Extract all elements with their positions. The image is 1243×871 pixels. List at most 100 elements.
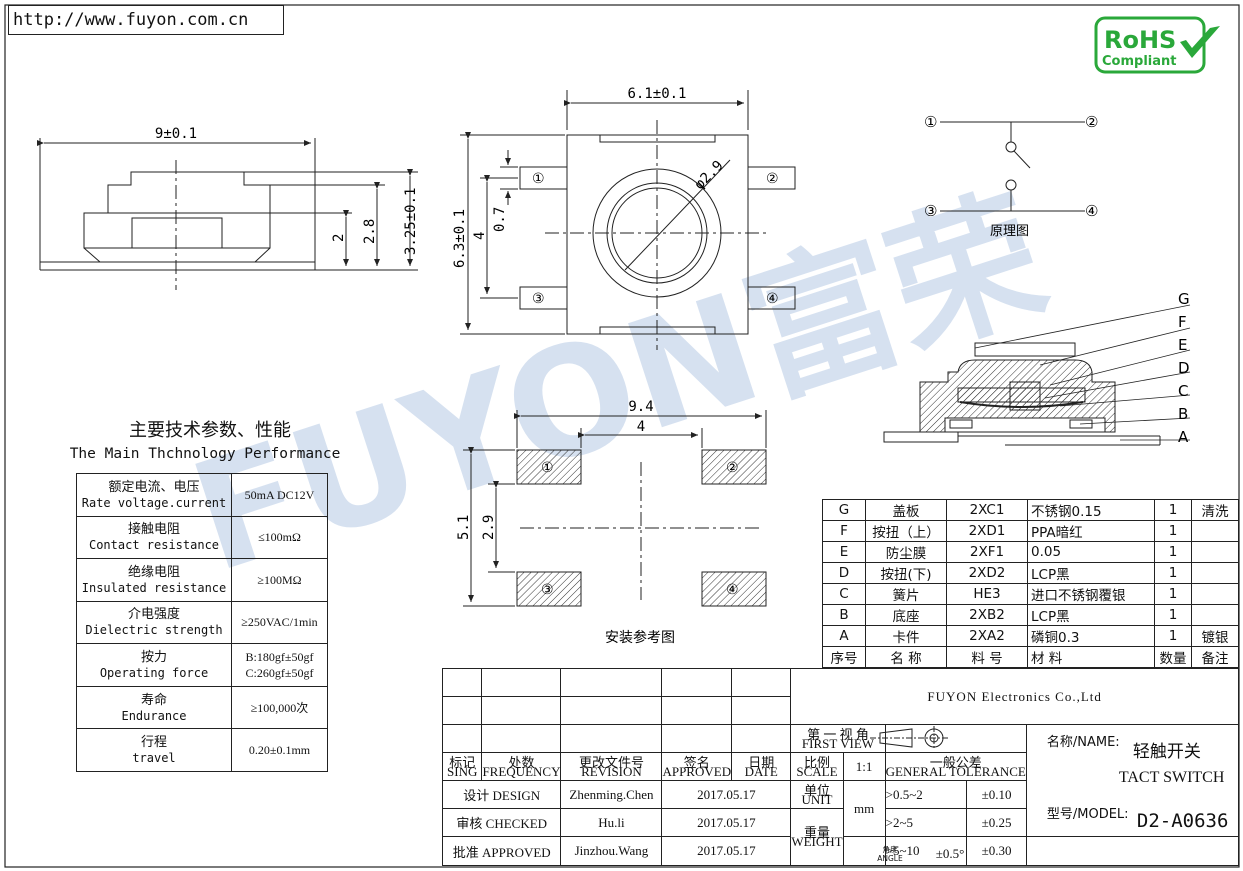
spec-label-cn: 接触电阻 — [127, 521, 180, 537]
spec-label-cn: 寿命 — [140, 691, 167, 707]
mount-dim-h: 5.1 — [456, 515, 472, 540]
parts-cell-note: 备注 — [1191, 646, 1239, 668]
spec-label-cn: 绝缘电阻 — [127, 563, 180, 579]
mount-pad-3: ③ — [541, 582, 554, 598]
tol-value-3: ±0.30 — [966, 836, 1027, 866]
spec-label-en: Contact resistance — [88, 538, 220, 553]
drawing-border — [4, 4, 1240, 868]
first-view-label: 第 一 视 角 FIRST VIEW — [790, 724, 886, 753]
name-cn: 轻触开关 — [1132, 742, 1201, 762]
parts-cell-material: 材 料 — [1027, 646, 1155, 668]
parts-cell-part: 2XF1 — [946, 541, 1028, 563]
parts-cell-name: 防尘膜 — [865, 541, 947, 563]
spec-label-en: Operating force — [99, 666, 209, 681]
spec-label-cn: 行程 — [140, 734, 167, 750]
section-label-b: B — [1178, 405, 1188, 423]
check-icon — [1180, 26, 1220, 58]
tol-range-1: >0.5~2 — [884, 780, 968, 809]
schem-pin-1: ① — [924, 113, 937, 131]
spec-value-line: ≥100MΩ — [257, 572, 302, 587]
model-number: D2-A0636 — [1136, 810, 1229, 832]
tol-range-3: >5~10 — [884, 836, 968, 866]
side-dim-h3: 3.25±0.1 — [403, 188, 419, 255]
spec-label-cn: 按力 — [140, 649, 167, 665]
parts-cell-note — [1191, 604, 1239, 626]
parts-cell-note — [1191, 583, 1239, 605]
schem-pin-3: ③ — [924, 202, 937, 220]
model-cell-bottom — [1025, 836, 1240, 866]
tol-range-2: >2~5 — [884, 808, 968, 837]
checked-name: Hu.li — [560, 808, 663, 837]
parts-cell-code: E — [822, 541, 866, 563]
angle-label: 角度 ANGLE — [877, 845, 903, 863]
spec-value-line: B:180gf±50gf — [245, 650, 314, 665]
mount-pad-2: ② — [726, 460, 739, 476]
section-label-c: C — [1178, 382, 1188, 400]
parts-cell-name: 盖板 — [865, 499, 947, 521]
parts-cell-material: 进口不锈钢覆银 — [1027, 583, 1155, 605]
website-url[interactable]: http://www.fuyon.com.cn — [8, 5, 284, 35]
checked-date: 2017.05.17 — [661, 808, 792, 837]
tol-value-2: ±0.25 — [966, 808, 1027, 837]
side-dim-h2: 2.8 — [362, 219, 378, 244]
mount-caption: 安装参考图 — [605, 629, 675, 646]
top-dim-width: 6.1±0.1 — [627, 86, 686, 102]
section-label-g: G — [1178, 290, 1190, 308]
parts-cell-qty: 1 — [1154, 499, 1192, 521]
parts-cell-part: 2XC1 — [946, 499, 1028, 521]
side-dim-h1: 2 — [331, 234, 347, 242]
tol-value-angle: ±0.5° — [935, 846, 965, 861]
rev-cell-empty — [441, 668, 483, 697]
name-en: TACT SWITCH — [1118, 769, 1225, 786]
name-label: 名称/NAME: — [1046, 735, 1120, 750]
section-label-f: F — [1178, 313, 1187, 331]
parts-cell-code: D — [822, 562, 866, 584]
parts-cell-part: HE3 — [946, 583, 1028, 605]
schematic-caption: 原理图 — [990, 224, 1029, 239]
design-date: 2017.05.17 — [661, 780, 792, 809]
spec-label-en: Rate voltage.current — [81, 495, 227, 510]
parts-cell-name: 卡件 — [865, 625, 947, 647]
approved-date: 2017.05.17 — [661, 836, 792, 866]
parts-cell-qty: 数量 — [1154, 646, 1192, 668]
parts-cell-name: 簧片 — [865, 583, 947, 605]
spec-value-line: ≥250VAC/1min — [241, 615, 318, 630]
rohs-bottom-text: Compliant — [1102, 54, 1176, 69]
parts-cell-part: 2XD1 — [946, 520, 1028, 542]
spec-label-en: Insulated resistance — [81, 580, 227, 595]
schem-pin-2: ② — [1085, 113, 1098, 131]
mount-dim-inner: 4 — [637, 419, 645, 435]
spec-label-en: Dielectric strength — [85, 623, 223, 638]
parts-cell-qty: 1 — [1154, 541, 1192, 563]
section-label-e: E — [1178, 336, 1187, 354]
parts-cell-part: 2XD2 — [946, 562, 1028, 584]
name-cell: 名称/NAME: 轻触开关 TACT SWITCH 型号/MODEL: D2-A… — [1025, 724, 1240, 837]
parts-cell-material: 0.05 — [1027, 541, 1155, 563]
parts-cell-material: PPA暗红 — [1027, 520, 1155, 542]
parts-cell-part: 2XB2 — [946, 604, 1028, 626]
spec-value: ≥100MΩ — [231, 558, 328, 602]
side-view — [37, 138, 418, 290]
mount-view — [463, 410, 767, 607]
title-block: FUYON Electronics Co.,Ltd 第 一 视 角 FIRST … — [441, 668, 1240, 866]
design-name: Zhenming.Chen — [560, 780, 663, 809]
spec-title-en: The Main Thchnology Performance — [69, 446, 341, 462]
projection-cell — [884, 724, 1027, 753]
